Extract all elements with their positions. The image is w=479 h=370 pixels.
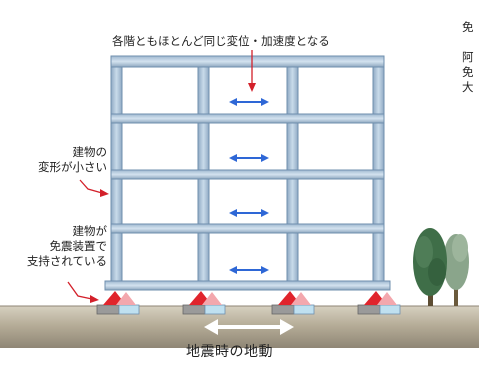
leader-arrows [67, 50, 256, 303]
leader-arrow-icon [248, 50, 256, 92]
fragment-line: 免 [462, 65, 474, 79]
isolators [96, 291, 401, 315]
ground-motion-arrow [204, 319, 294, 335]
ground-motion-caption: 地震時の地動 [186, 344, 273, 360]
isolator-icon [271, 291, 315, 315]
floor-displacement-arrows [229, 98, 269, 274]
fragment-line [462, 35, 474, 50]
trees [413, 228, 469, 306]
top-caption: 各階ともほとんど同じ変位・加速度となる [112, 34, 330, 48]
isolator-icon [96, 291, 140, 315]
double-arrow-icon [229, 154, 269, 162]
fragment-line: 大 [462, 80, 474, 94]
isolation-support-caption: 建物が 免震装置で 支持されている [27, 224, 107, 269]
leader-arrow-icon [67, 281, 99, 303]
side-text-fragment: 免 阿 免 大 [462, 20, 474, 95]
building-frame [104, 55, 391, 291]
double-arrow-icon [204, 319, 294, 335]
fragment-line: 阿 [462, 50, 474, 64]
caption-line: 免震装置で [49, 239, 108, 253]
tree-icon [443, 234, 469, 306]
leader-arrow-icon [79, 179, 109, 197]
caption-line: 建物が [72, 224, 108, 238]
caption-line: 建物の [72, 145, 108, 159]
building-deformation-caption: 建物の 変形が小さい [38, 145, 107, 175]
double-arrow-icon [229, 98, 269, 106]
fragment-line: 免 [462, 20, 474, 34]
tree-icon [413, 228, 447, 306]
caption-line: 支持されている [26, 254, 107, 268]
isolator-icon [357, 291, 401, 315]
double-arrow-icon [229, 266, 269, 274]
isolator-icon [182, 291, 226, 315]
double-arrow-icon [229, 209, 269, 217]
caption-line: 変形が小さい [38, 160, 107, 174]
